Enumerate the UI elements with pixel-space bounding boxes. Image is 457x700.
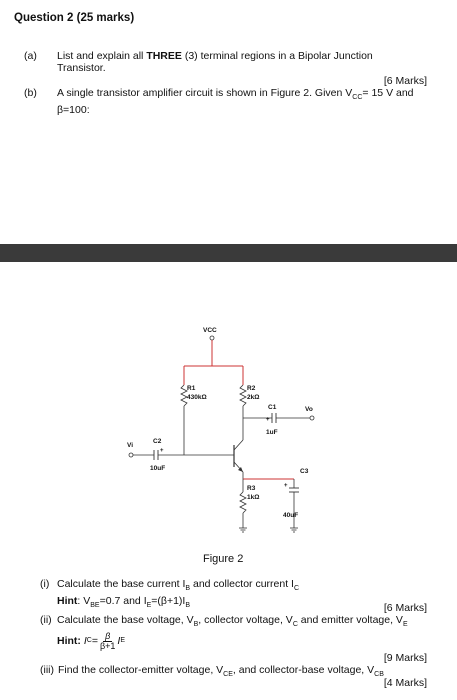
sub-ii-hint-den: β+1 <box>99 640 116 651</box>
c3-name: C3 <box>300 468 309 475</box>
sub-ii-hint-eq: = <box>91 635 98 647</box>
r1-name: R1 <box>187 385 196 392</box>
sub-ii-hint-lhs: I <box>83 635 87 647</box>
r2-name: R2 <box>247 385 256 392</box>
r1-value: 430kΩ <box>187 394 207 401</box>
vcc-subscript: CC <box>352 94 363 102</box>
sub-i-hint-text: : V <box>77 595 91 608</box>
sub-ii-hint-num: β <box>103 630 113 642</box>
vcb-subscript: CB <box>374 671 384 679</box>
ie-subscript: E <box>146 602 152 610</box>
sub-iii-text-pre: Find the collector-emitter voltage, V <box>58 664 224 676</box>
sub-i-text: Calculate the base current IB and collec… <box>57 578 437 612</box>
c2-value: 10uF <box>150 465 165 472</box>
r3-value: 1kΩ <box>247 494 259 501</box>
vo-label: Vo <box>305 406 313 413</box>
sub-iii-marks: [4 Marks] <box>383 677 427 689</box>
sub-ii-hint-fraction: β β+1 <box>99 630 116 651</box>
c1-plus: + <box>266 417 270 423</box>
c1-value: 1uF <box>266 429 278 436</box>
ib-subscript: B <box>185 585 191 593</box>
r2-resistor <box>239 384 247 407</box>
figure-caption: Figure 2 <box>203 553 244 565</box>
vi-label: Vi <box>127 442 133 449</box>
part-a-text-bold: THREE <box>146 50 182 62</box>
ic-subscript: C <box>293 585 300 593</box>
r3-resistor <box>239 491 247 514</box>
sub-ii-marks: [9 Marks] <box>383 652 427 664</box>
sub-ii-label: (ii) <box>40 614 52 626</box>
part-b-text-line2: β=100: <box>57 104 90 117</box>
sub-ii-text-pre: Calculate the base voltage, V <box>57 614 194 626</box>
part-a-label: (a) <box>24 50 37 62</box>
separator-bar <box>0 244 457 262</box>
vo-terminal <box>309 415 315 421</box>
question-title: Question 2 (25 marks) <box>14 12 135 24</box>
transistor-emitter-arrow <box>238 467 243 472</box>
vcc-terminal <box>209 335 215 341</box>
vc-subscript: C <box>292 621 298 629</box>
vbe-subscript: BE <box>90 602 100 610</box>
sub-iii-label: (iii) <box>40 664 54 676</box>
sub-i-text-pre: Calculate the base current I <box>57 578 186 590</box>
c2-plus: + <box>160 448 164 454</box>
r3-name: R3 <box>247 485 256 492</box>
sub-ii-text2: , collector voltage, V <box>198 614 293 626</box>
sub-iii-text2: , and collector-base voltage, V <box>232 664 375 676</box>
ib-hint-subscript: B <box>185 602 191 610</box>
c3-value: 40uF <box>283 512 298 519</box>
sub-ii-hint-label: Hint <box>57 635 78 647</box>
ve-subscript: E <box>402 621 408 629</box>
sub-ii-hint-lhs-sub: C <box>86 637 92 644</box>
sub-iii-text: Find the collector-emitter voltage, VCE,… <box>58 664 448 681</box>
part-b-text-line1-post: = 15 V and <box>362 87 414 99</box>
sub-i-label: (i) <box>40 578 50 590</box>
part-a-text-post: (3) terminal regions in a Bipolar Juncti… <box>184 50 373 62</box>
vi-terminal <box>128 452 134 458</box>
sub-ii-text3: and emitter voltage, V <box>297 614 403 626</box>
r2-value: 2kΩ <box>247 394 259 401</box>
sub-i-hint-label: Hint <box>57 595 78 608</box>
sub-i-marks: [6 Marks] <box>383 602 427 614</box>
part-b-text-line1: A single transistor amplifier circuit is… <box>57 87 353 99</box>
part-b-label: (b) <box>24 87 37 99</box>
c2-name: C2 <box>153 438 162 445</box>
part-a-text: List and explain all THREE (3) terminal … <box>57 50 427 74</box>
part-a-text-line2: Transistor. <box>57 62 106 74</box>
transistor-collector <box>233 439 244 451</box>
part-a-marks: [6 Marks] <box>383 75 427 87</box>
part-a-text-pre: List and explain all <box>57 50 144 62</box>
r1-resistor <box>180 384 188 407</box>
sub-ii-text: Calculate the base voltage, VB, collecto… <box>57 614 447 631</box>
sub-i-text-mid: and collector current I <box>190 578 294 590</box>
c3-plus: + <box>284 483 288 489</box>
sub-ii-hint-rhs: I <box>117 635 121 647</box>
vcc-label: VCC <box>203 327 217 334</box>
c1-name: C1 <box>268 404 277 411</box>
vb-subscript: B <box>193 621 199 629</box>
sub-i-hint-text3: =(β+1)I <box>151 595 186 608</box>
vce-subscript: CE <box>223 671 233 679</box>
r3-ground-icon <box>239 527 247 533</box>
sub-ii-hint-rhs-sub: E <box>120 637 126 644</box>
part-b-text: A single transistor amplifier circuit is… <box>57 87 432 116</box>
c3-ground-icon <box>290 527 298 533</box>
sub-i-hint-text2: =0.7 and I <box>99 595 147 608</box>
